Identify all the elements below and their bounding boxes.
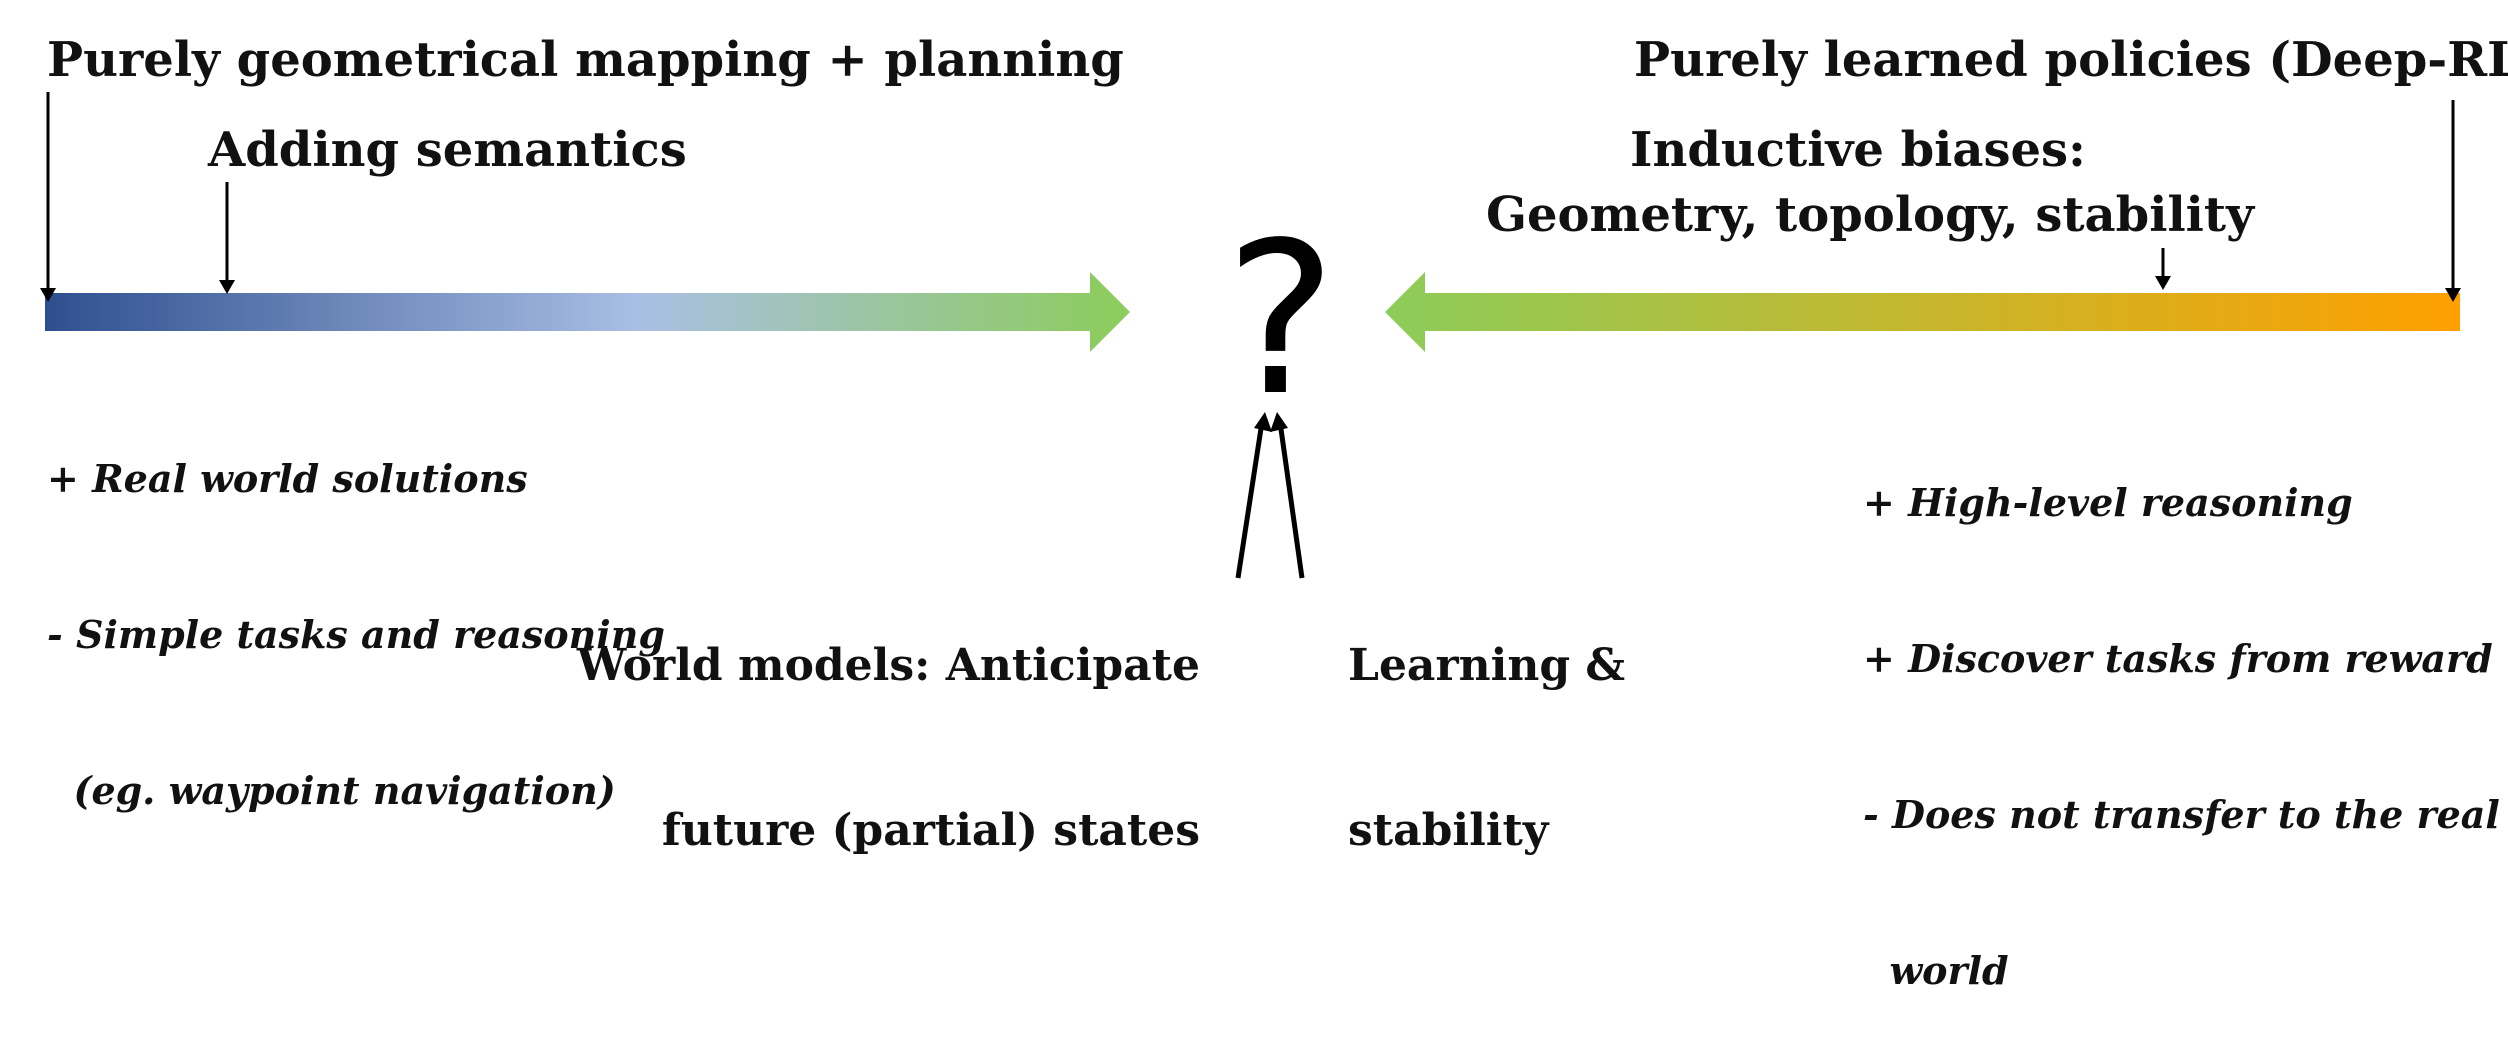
- left-note: (eg. waypoint navigation): [47, 768, 616, 813]
- left-note: + Real world solutions: [47, 456, 528, 501]
- right-subtitle-line1: Inductive biases:: [1630, 122, 2086, 178]
- world-models-arrow-head: [1254, 412, 1272, 432]
- diagram-canvas: [40, 92, 2461, 579]
- left-title-pointer-head: [40, 288, 56, 302]
- right-note: + High-level reasoning: [1863, 480, 2353, 525]
- world-models-caption-line2: future (partial) states: [661, 805, 1200, 856]
- right-title-pointer-head: [2445, 288, 2461, 302]
- right-notes: + High-level reasoning + Discover tasks …: [1863, 373, 2500, 1049]
- world-models-arrow: [1235, 421, 1265, 579]
- left-gradient-arrow: [45, 272, 1130, 352]
- learning-stability-caption: Learning & stability: [1348, 528, 1625, 913]
- right-title: Purely learned policies (Deep-RL): [1634, 32, 2508, 88]
- right-note: - Does not transfer to the real: [1863, 792, 2500, 837]
- left-notes: + Real world solutions - Simple tasks an…: [47, 349, 665, 869]
- right-subtitle-line2: Geometry, topology, stability: [1486, 187, 2254, 243]
- inductive-pointer-head: [2155, 276, 2171, 290]
- right-note: + Discover tasks from reward: [1863, 636, 2493, 681]
- question-mark: ?: [1225, 197, 1337, 442]
- right-gradient-arrow: [1385, 272, 2460, 352]
- right-note: world: [1863, 948, 2009, 993]
- learning-stability-arrow-head: [1270, 412, 1288, 432]
- world-models-caption-line1: World models: Anticipate: [576, 640, 1200, 691]
- left-title: Purely geometrical mapping + planning: [47, 32, 1124, 88]
- left-note: - Simple tasks and reasoning: [47, 612, 665, 657]
- semantics-pointer-head: [219, 280, 235, 294]
- learning-stability-caption-line1: Learning &: [1348, 640, 1626, 691]
- learning-stability-arrow: [1277, 421, 1305, 579]
- left-subtitle: Adding semantics: [208, 122, 687, 178]
- world-models-caption: World models: Anticipate future (partial…: [577, 528, 1200, 913]
- learning-stability-caption-line2: stability: [1348, 805, 1549, 856]
